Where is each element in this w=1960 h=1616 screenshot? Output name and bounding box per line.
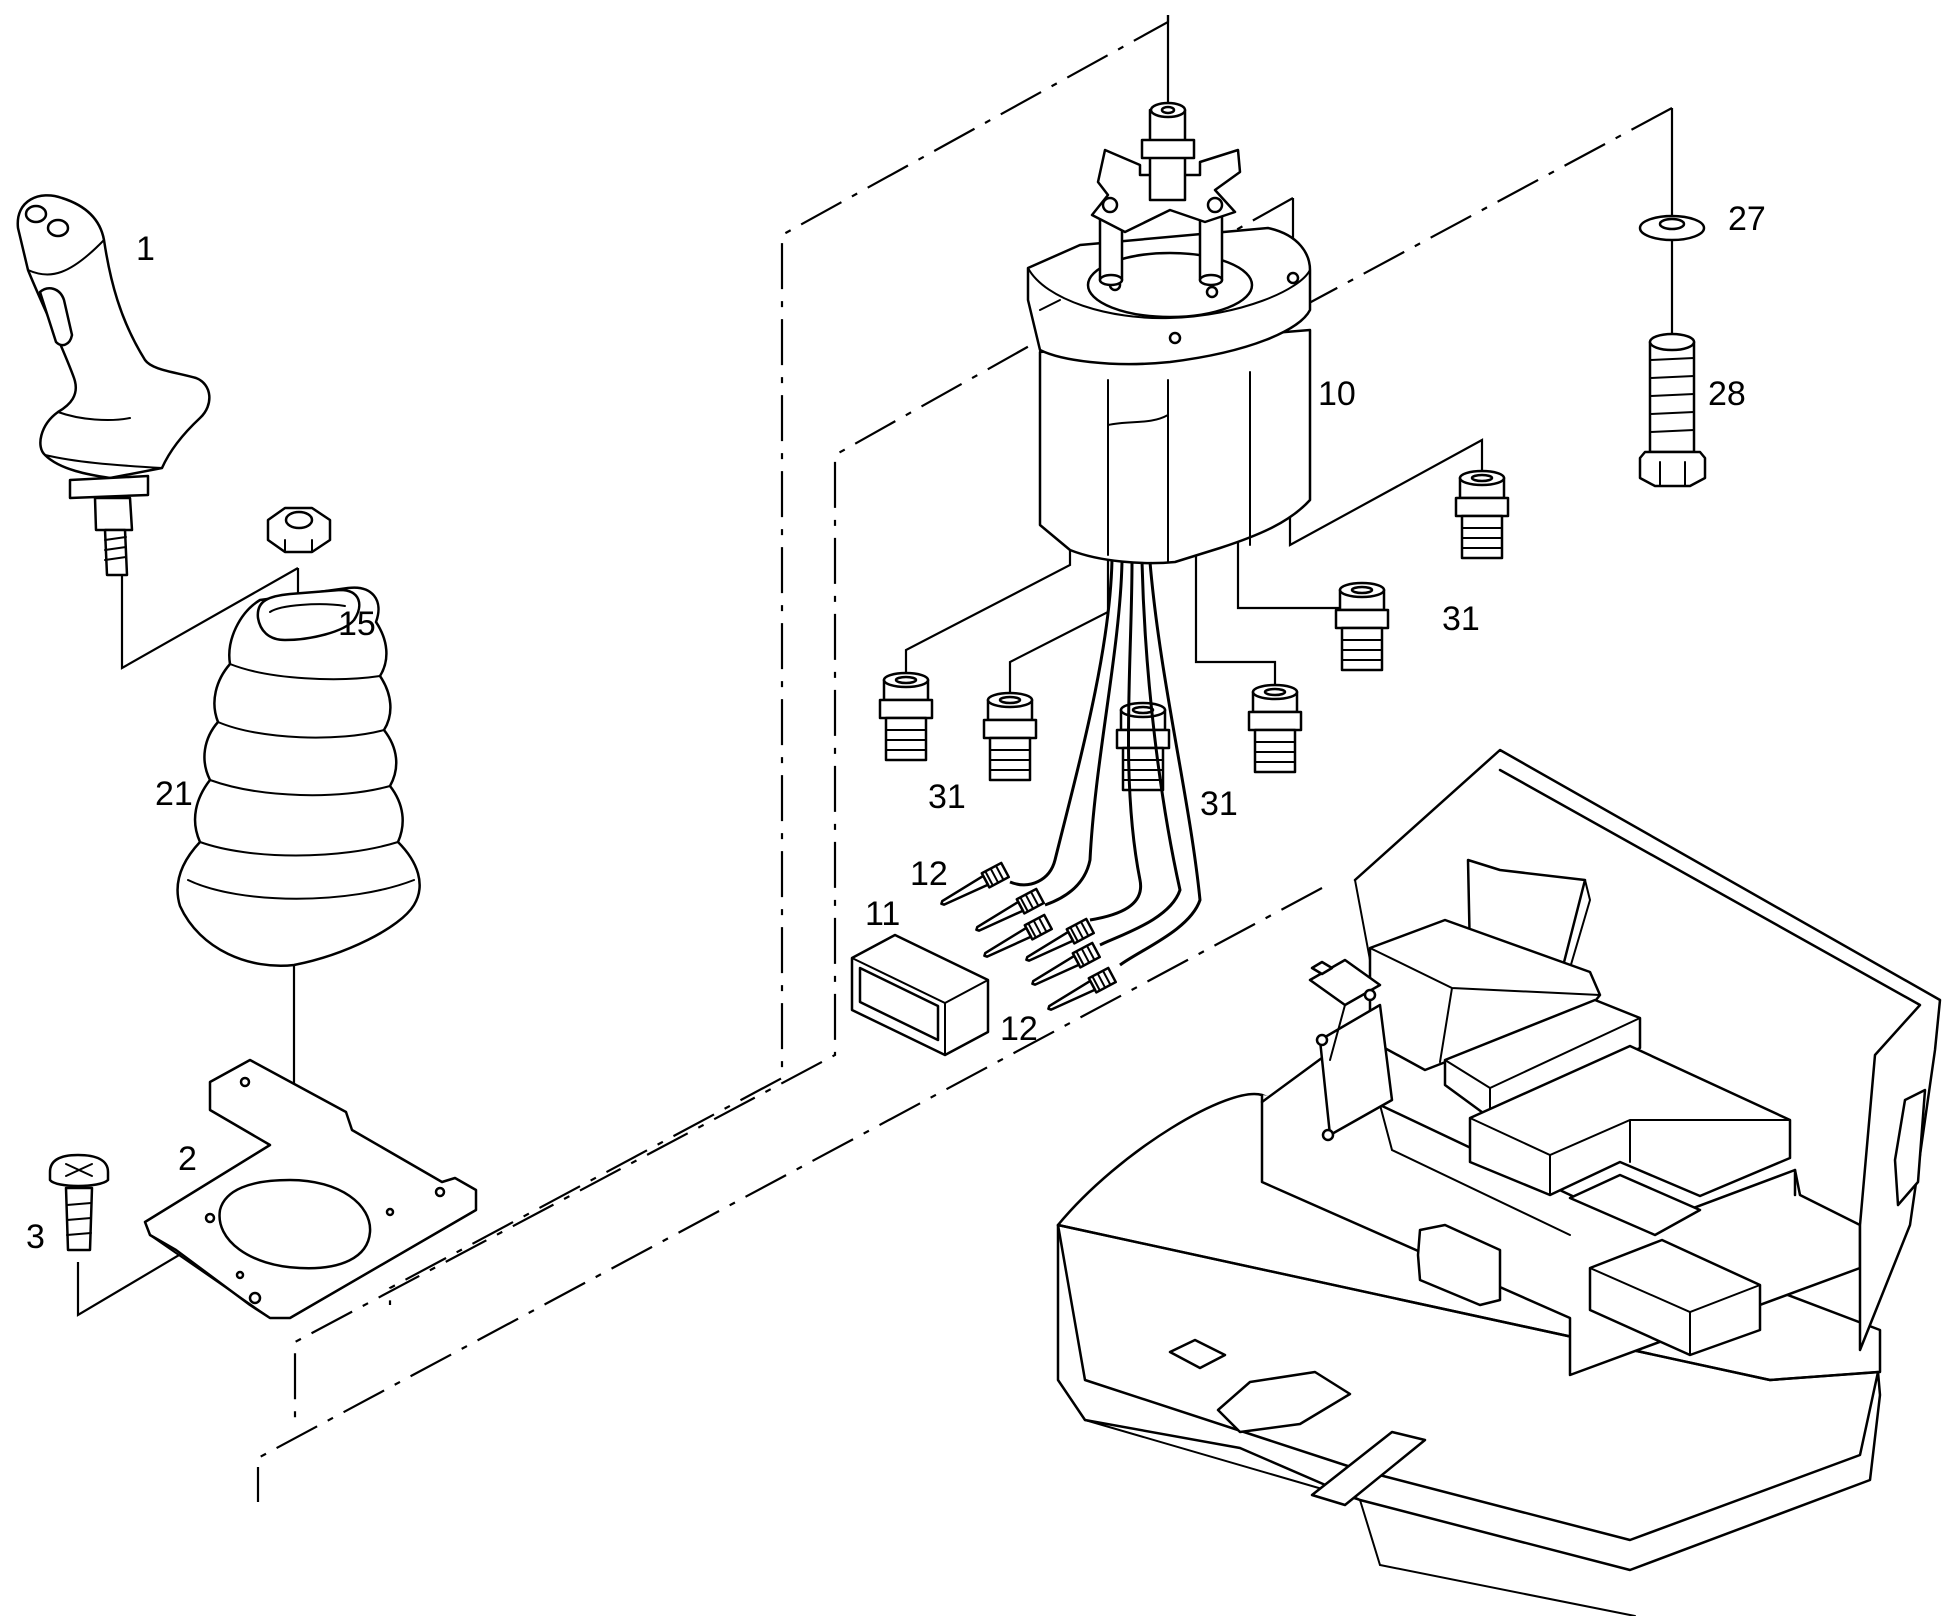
callout-11: 11	[865, 895, 900, 933]
leader-fitting-3	[1194, 555, 1277, 692]
callout-28: 28	[1708, 375, 1746, 413]
callout-1: 1	[136, 230, 155, 268]
assembly-line-valve-top	[388, 15, 1170, 1305]
leader-handle-to-nut	[120, 567, 299, 670]
bolt	[1638, 332, 1707, 488]
fitting-1	[878, 671, 934, 762]
washer	[1638, 214, 1706, 242]
connector-housing	[850, 933, 990, 1057]
callout-27: 27	[1728, 200, 1766, 238]
assembly-line-bolt	[1109, 107, 1673, 411]
callout-31-middle: 31	[1200, 785, 1238, 823]
wire-harness	[1009, 559, 1202, 967]
pilot-valve	[1026, 101, 1312, 565]
callout-21: 21	[155, 775, 193, 813]
leader-fitting-5	[1288, 438, 1484, 547]
fitting-6	[1454, 469, 1510, 560]
leader-fitting-1	[904, 538, 1072, 680]
callout-12-lower: 12	[1000, 1010, 1038, 1048]
screw	[48, 1153, 110, 1252]
callout-3: 3	[26, 1218, 45, 1256]
fitting-4	[1247, 683, 1303, 774]
callout-15: 15	[338, 605, 376, 643]
fitting-5	[1334, 581, 1390, 672]
callout-31-left: 31	[928, 778, 966, 816]
mounting-plate	[143, 1058, 478, 1320]
assembly-line-valve-flange	[293, 197, 1294, 1425]
callout-12-upper: 12	[910, 855, 948, 893]
callout-31-right: 31	[1442, 600, 1480, 638]
fitting-2	[982, 691, 1038, 782]
nut	[266, 506, 332, 554]
joystick-handle	[16, 194, 211, 577]
callout-2: 2	[178, 1140, 197, 1178]
cab-base	[1056, 748, 1942, 1616]
terminals	[940, 861, 1118, 1011]
leader-fitting-2	[1008, 560, 1110, 700]
callout-labels: 1 2 3 10 11 12 12 15 21 27 28 31 31 31	[26, 200, 1766, 1256]
rubber-boot	[176, 586, 421, 967]
assembly-line-cab	[256, 887, 1323, 1502]
callout-10: 10	[1318, 375, 1356, 413]
